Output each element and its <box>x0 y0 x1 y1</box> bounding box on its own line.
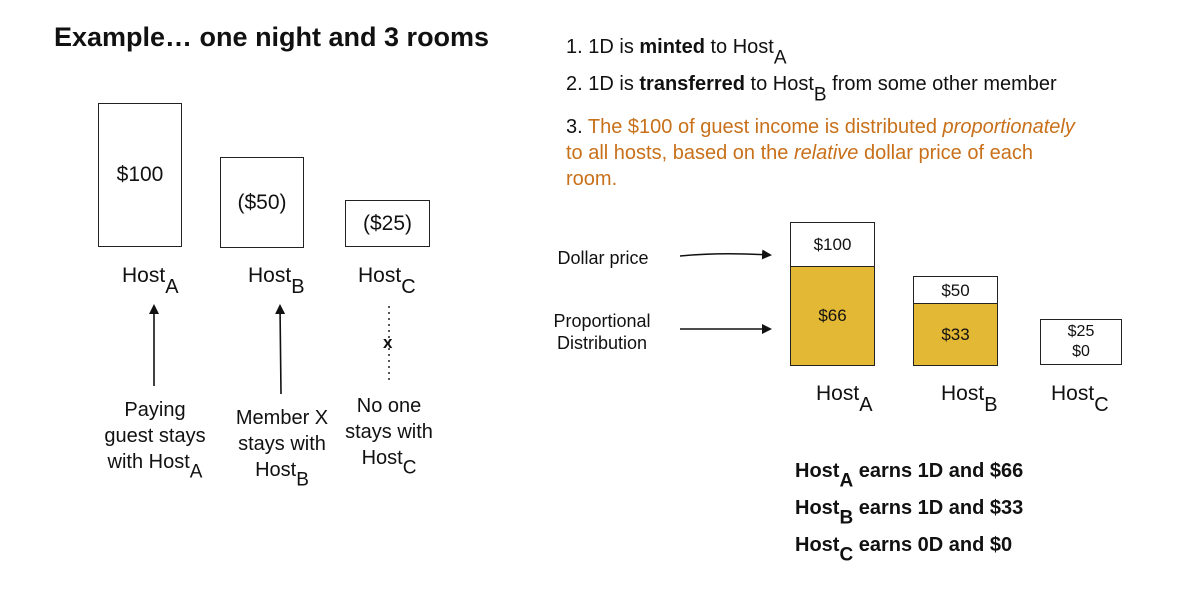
caption-host-a: Paying guest stays with HostA <box>104 399 206 483</box>
bar-a-price: $100 <box>790 222 875 267</box>
bar-b-distribution: $33 <box>913 303 998 366</box>
step-2: 2. 1D is transferred to HostB from some … <box>566 73 1057 106</box>
host-a-label: HostA <box>122 264 179 298</box>
proportional-distribution-label: Proportional Distribution <box>553 311 651 353</box>
bar-a-distribution-label: $66 <box>818 306 847 325</box>
bar-b-distribution-label: $33 <box>941 324 970 344</box>
step-1: 1. 1D is minted to HostA <box>566 36 787 69</box>
summary-host-a: HostA earns 1D and $66 <box>795 460 1024 492</box>
bar-c: $25 $0 <box>1040 319 1122 365</box>
chart-host-b-label: HostB <box>941 382 998 416</box>
caption-host-b: Member X stays with HostB <box>235 407 329 491</box>
room-box-a-value: $100 <box>116 163 164 186</box>
summary-host-c: HostC earns 0D and $0 <box>795 534 1013 566</box>
room-box-b: ($50) <box>220 157 304 248</box>
page-title: Example… one night and 3 rooms <box>54 22 490 52</box>
no-guest-mark: x <box>383 333 393 352</box>
caption-host-c: No one stays with HostC <box>345 395 433 479</box>
bar-c-price-label: $25 <box>1067 323 1095 340</box>
bar-c-distribution-label: $0 <box>1072 343 1090 360</box>
chart-host-a-label: HostA <box>816 382 873 416</box>
room-box-c: ($25) <box>345 200 430 247</box>
room-box-a: $100 <box>98 103 182 247</box>
host-c-label: HostC <box>358 264 416 298</box>
summary-host-b: HostB earns 1D and $33 <box>795 497 1024 529</box>
bar-a-price-label: $100 <box>813 235 852 254</box>
room-box-b-value: ($50) <box>237 190 287 214</box>
arrow-up-host-b <box>275 304 286 395</box>
chart-host-c-label: HostC <box>1051 382 1109 416</box>
host-b-label: HostB <box>248 264 305 298</box>
arrow-dollar-price <box>679 249 772 260</box>
bar-a-distribution: $66 <box>790 266 875 366</box>
bar-b-price-label: $50 <box>941 280 970 300</box>
dollar-price-label: Dollar price <box>557 248 649 268</box>
room-box-c-value: ($25) <box>362 211 413 235</box>
step-3: 3. The $100 of guest income is distribut… <box>566 116 1075 190</box>
bar-b-price: $50 <box>913 276 998 304</box>
